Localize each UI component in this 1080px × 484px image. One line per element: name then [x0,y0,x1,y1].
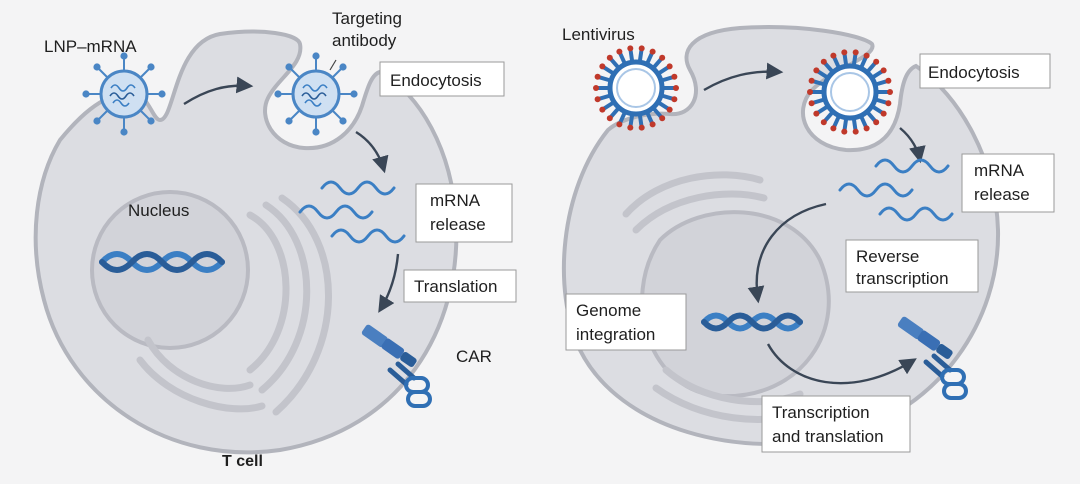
antibody-pointer [329,59,337,71]
endocytosis-label-left: Endocytosis [390,71,482,90]
targeting-antibody-label-line2: antibody [332,31,397,50]
targeting-antibody-label-line1: Targeting [332,9,402,28]
translation-label: Translation [414,277,497,296]
reverse-transcription-box [845,239,979,293]
right-cell-panel: Lentivirus Endocytosis mRNA release Reve… [561,25,1055,453]
uptake-arrow-right [703,62,784,92]
transcription-translation-arrow [766,343,917,385]
left-cell-panel: Nucleus LNP–mRNA Targeting antibody Endo… [33,9,517,470]
transcription-translation-box [761,395,911,453]
endocytosis-box-right [919,53,1051,89]
lnp-mrna-label: LNP–mRNA [44,37,137,56]
reverse-transcription-label-line1: Reverse [856,247,919,266]
transcription-translation-label-line2: and translation [772,427,884,446]
mrna-release-label-right-line2: release [974,185,1030,204]
mrna-release-box-right [961,153,1055,213]
lnp-mrna-particle-icon [81,51,167,137]
left-cell-membrane [33,29,459,455]
reverse-transcription-label-line2: transcription [856,269,949,288]
mrna-release-label-left-line2: release [430,215,486,234]
car-label: CAR [456,347,492,366]
uptake-arrow-left [183,76,254,106]
left-er-golgi [136,194,332,416]
release-arrow-left [355,130,389,174]
t-cell-label: T cell [222,453,263,470]
translation-arrow [378,253,400,313]
lentivirus-label: Lentivirus [562,25,635,44]
release-arrow-right [899,127,926,164]
translation-box [403,269,517,303]
left-dna-helix-icon [99,251,225,273]
mrna-release-label-right-line1: mRNA [974,161,1025,180]
endocytosis-label-right: Endocytosis [928,63,1020,82]
mrna-release-label-left-line1: mRNA [430,191,481,210]
left-nucleus-label: Nucleus [128,201,189,220]
lnp-endocytosed-icon [273,51,359,137]
endocytosis-box-left [379,61,505,97]
genome-integration-label-line1: Genome [576,301,641,320]
transcription-translation-label-line1: Transcription [772,403,870,422]
genome-integration-box [565,293,687,351]
reverse-transcription-arrow [747,202,827,304]
mrna-release-box-left [415,183,513,243]
genome-integration-label-line2: integration [576,325,655,344]
right-dna-helix-icon [701,312,803,332]
